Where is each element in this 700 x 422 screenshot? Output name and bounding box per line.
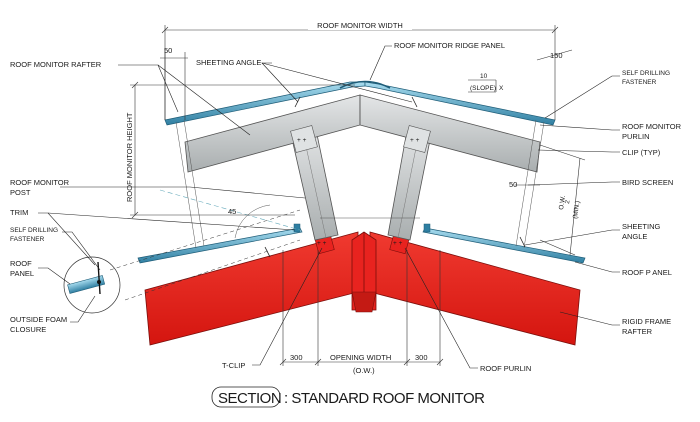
- caption-section: SECTION: [218, 390, 281, 407]
- ridge-panel-label: ROOF MONITOR RIDGE PANEL: [394, 41, 505, 50]
- bird-screen-label: BIRD SCREEN: [622, 178, 673, 187]
- roof-panel-left-label-2: PANEL: [10, 269, 34, 278]
- caption-title: : STANDARD ROOF MONITOR: [284, 390, 485, 407]
- dim-50-top: 50: [160, 46, 188, 120]
- roof-monitor-rafter: + + + +: [184, 94, 541, 173]
- svg-text:+ +: + +: [393, 240, 403, 247]
- leader-lines: [38, 45, 620, 369]
- self-drilling-fastener-right-label-1: SELF DRILLING: [622, 70, 670, 77]
- sheeting-angle-right-label-2: ANGLE: [622, 232, 647, 241]
- self-drilling-fastener-left-label-1: SELF DRILLING: [10, 227, 58, 234]
- slope-text: (SLOPE): [470, 85, 496, 92]
- min-label: (MIN.): [572, 200, 581, 219]
- dim-150: 150: [536, 49, 573, 61]
- outside-foam-label-1: OUTSIDE FOAM: [10, 315, 67, 324]
- sheeting-angle-marks: [264, 96, 526, 258]
- roof-purlin-label: ROOF PURLIN: [480, 364, 531, 373]
- slope-10: 10: [480, 73, 488, 80]
- dim-300-left: 300: [290, 353, 303, 362]
- detail-circle: [63, 256, 121, 314]
- roof-monitor-height-label: ROOF MONITOR HEIGHT: [125, 112, 134, 202]
- svg-text:+ +: + +: [297, 137, 307, 144]
- rigid-frame-label-1: RIGID FRAME: [622, 317, 671, 326]
- roof-panel-right-label: ROOF P ANEL: [622, 268, 672, 277]
- slope-x: X: [499, 85, 504, 92]
- roof-monitor-purlin-label-1: ROOF MONITOR: [622, 122, 682, 131]
- roof-monitor-rafter-label: ROOF MONITOR RAFTER: [10, 60, 102, 69]
- svg-text:+ +: + +: [410, 137, 420, 144]
- opening-width-label: OPENING WIDTH: [330, 353, 391, 362]
- angle-45-label: 45: [228, 207, 236, 216]
- roof-monitor-post-label-2: POST: [10, 188, 31, 197]
- roof-monitor-post-label-1: ROOF MONITOR: [10, 178, 70, 187]
- roof-monitor-width-label: ROOF MONITOR WIDTH: [317, 21, 403, 30]
- sheeting-angle-top-label: SHEETING ANGLE: [196, 58, 261, 67]
- slope-indicator: 10 (SLOPE) X: [468, 73, 504, 93]
- ow-half-label: O.W.: [558, 195, 567, 210]
- trim-label: TRIM: [10, 208, 28, 217]
- dim-300-right: 300: [415, 353, 428, 362]
- roof-monitor-panels: [164, 80, 556, 126]
- roof-panel-left-label-1: ROOF: [10, 259, 32, 268]
- roof-monitor-purlin-label-2: PURLIN: [622, 132, 650, 141]
- sheeting-angle-right-label-1: SHEETING: [622, 222, 661, 231]
- construction-lines: [109, 189, 420, 301]
- t-clip-label: T-CLIP: [222, 361, 245, 370]
- outside-foam-label-2: CLOSURE: [10, 325, 46, 334]
- roof-monitor-height-dim: ROOF MONITOR HEIGHT: [125, 81, 355, 219]
- roof-panels-lower: [137, 223, 586, 264]
- dim-150-label: 150: [550, 51, 563, 60]
- ow-2-label: 2: [564, 199, 571, 204]
- dim-right-side: 50 O.W. 2 (MIN.): [509, 144, 586, 256]
- dim-50-top-label: 50: [164, 46, 172, 55]
- caption: SECTION : STANDARD ROOF MONITOR: [211, 386, 486, 408]
- self-drilling-fastener-left-label-2: FASTENER: [10, 236, 45, 243]
- dim-50-right-label: 50: [509, 180, 517, 189]
- rigid-frame-label-2: RAFTER: [622, 327, 653, 336]
- self-drilling-fastener-right-label-2: FASTENER: [622, 79, 657, 86]
- clip-typ-label: CLIP (TYP): [622, 148, 661, 157]
- bottom-dimensions: 300 OPENING WIDTH (O.W.) 300: [279, 250, 444, 375]
- ow-abbr-label: (O.W.): [353, 366, 375, 375]
- svg-text:+ +: + +: [317, 240, 327, 247]
